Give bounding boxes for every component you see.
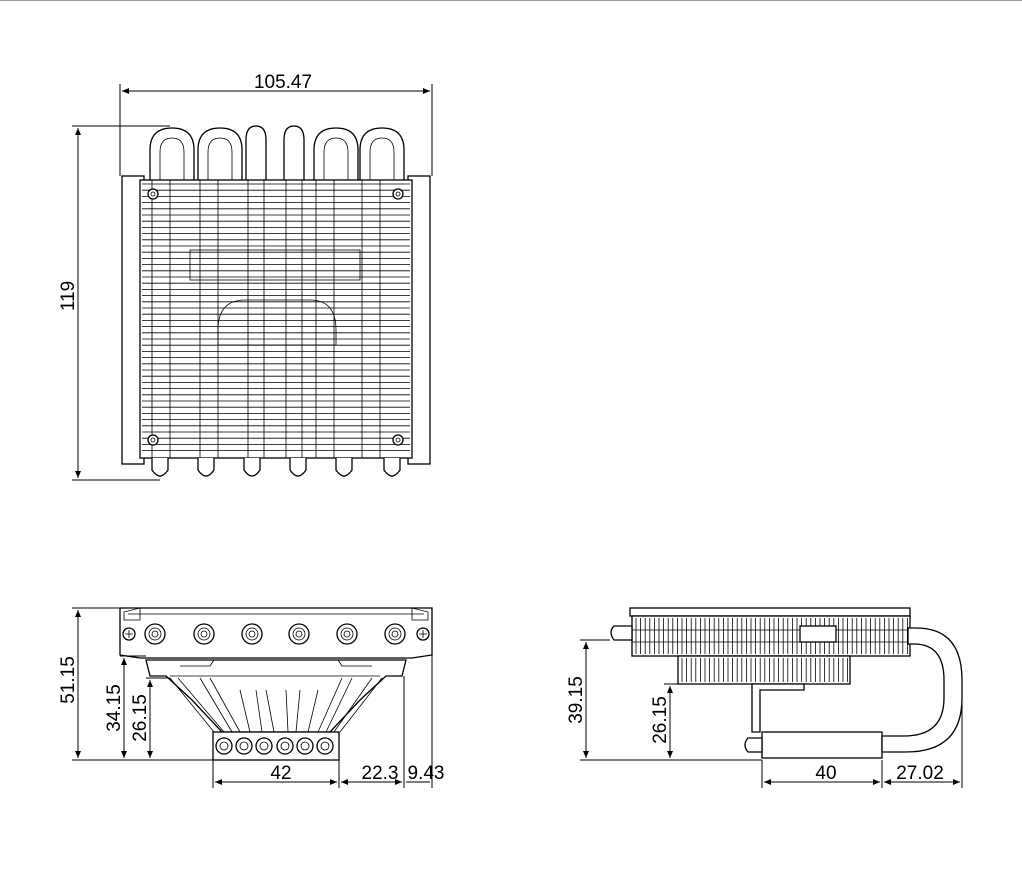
front-view-offset-b: 9.43: [408, 763, 445, 784]
top-view-fin-stack: [139, 179, 413, 459]
side-view-base: [761, 731, 883, 759]
front-view-pipes: [169, 677, 383, 733]
front-view-heatpipe-ends: [144, 623, 406, 645]
side-view-pipe-offset: 27.02: [896, 763, 944, 784]
side-view-base-width: 40: [815, 763, 836, 784]
top-view-screws: [147, 188, 404, 446]
side-view-height-total: 39.15: [566, 676, 587, 724]
front-view-offset-a: 22.3: [362, 763, 399, 784]
top-view-pipe-tips: [151, 458, 401, 477]
front-view-height-base: 26.15: [130, 694, 151, 742]
front-view-height-total: 51.15: [58, 656, 79, 704]
top-view: 105.47 119: [58, 72, 433, 481]
side-view-curved-heatpipe: [881, 627, 963, 753]
front-view-top-plate: [119, 607, 433, 659]
front-view-base-width: 42: [270, 763, 291, 784]
top-view-fins: [142, 183, 410, 452]
top-view-heatpipe-loops: [149, 125, 405, 180]
top-view-height-dim: 119: [58, 281, 79, 311]
side-view-height-base: 26.15: [650, 696, 671, 744]
front-view-base-pipes: [215, 737, 334, 755]
side-view-bracket: [751, 683, 805, 733]
side-view-fins: [632, 618, 910, 654]
front-view-height-mid: 34.15: [104, 684, 125, 732]
side-view-lower-fin-lines: [681, 658, 848, 682]
side-view: 39.15 26.15 40 27.02: [566, 607, 963, 788]
top-view-width-dim: 105.47: [254, 72, 312, 93]
side-view-fin-stack: [631, 615, 911, 657]
side-view-top-plate: [629, 607, 911, 617]
top-border: [0, 0, 1022, 1]
front-view: 51.15 34.15 26.15 42 22.3 9.43: [58, 607, 445, 788]
